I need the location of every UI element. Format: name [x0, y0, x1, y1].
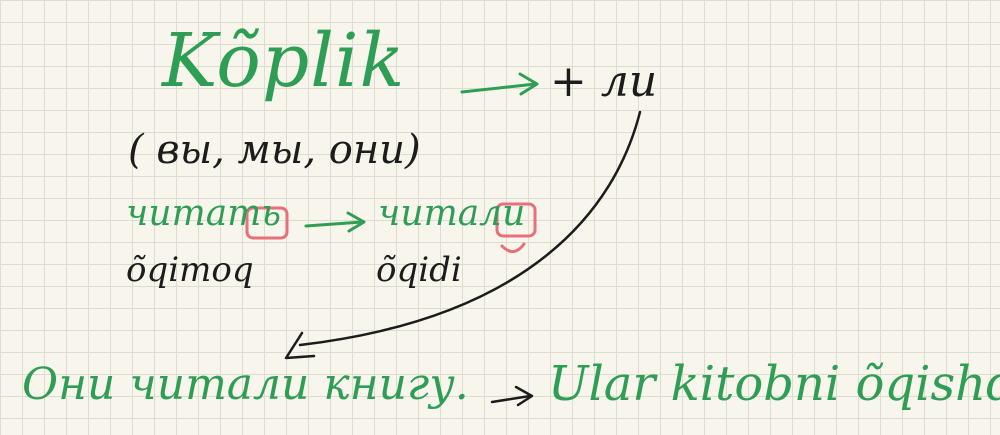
- example-sentence-russian: Они читали книгу.: [22, 359, 469, 410]
- plural-suffix: + ли: [550, 56, 658, 107]
- infinitive-russian: читать: [126, 193, 281, 234]
- past-tense-uzbek: õqidi: [376, 250, 462, 290]
- curved-arrow-to-sentence-icon: [284, 110, 642, 360]
- ending-highlight-past: [495, 202, 537, 238]
- lesson-title: Kõplik: [162, 18, 406, 104]
- infinitive-uzbek: õqimoq: [126, 250, 254, 290]
- pronouns-note: ( вы, мы, они): [128, 127, 421, 173]
- arrow-sentence-translation-icon: [490, 385, 534, 407]
- ending-highlight-infinitive: [245, 206, 289, 240]
- pink-curl-icon: [500, 242, 526, 253]
- arrow-infinitive-to-past-icon: [304, 211, 366, 233]
- past-tense-russian: читали: [378, 193, 526, 234]
- arrow-to-suffix-icon: [460, 72, 539, 96]
- example-sentence-uzbek: Ular kitobni õqishdi: [548, 356, 1000, 412]
